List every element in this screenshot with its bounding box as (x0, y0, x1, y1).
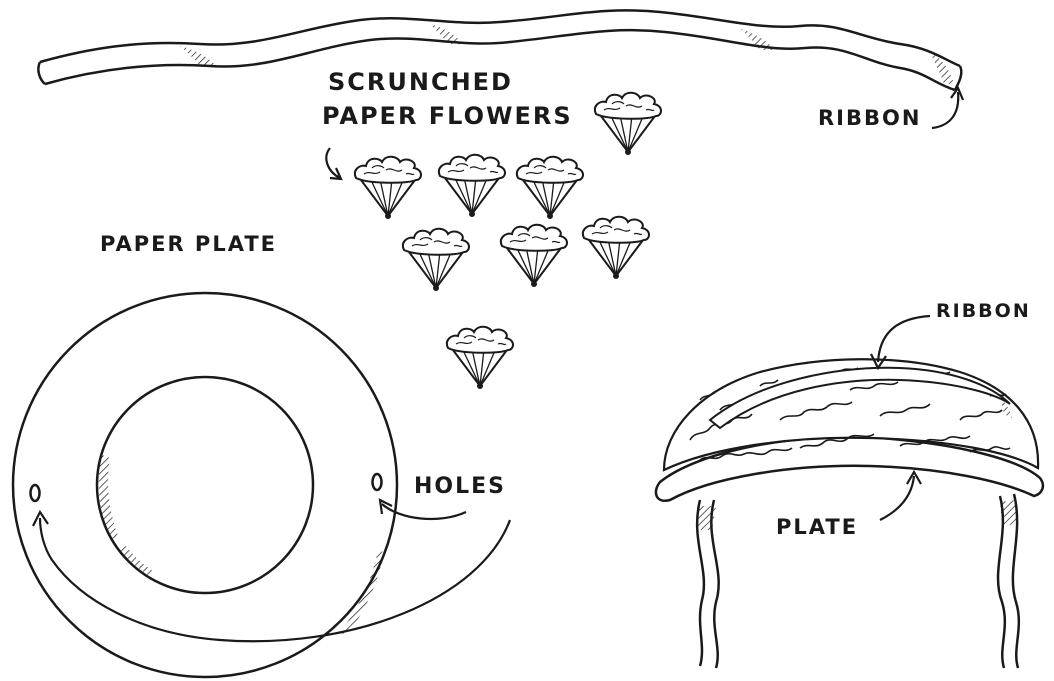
label-plate: PLATE (776, 517, 858, 538)
label-ribbon-top: RIBBON (818, 108, 921, 129)
paper-flower (501, 225, 567, 287)
label-paper-flowers: PAPER FLOWERS (322, 104, 573, 128)
label-scrunched: SCRUNCHED (328, 70, 513, 94)
flowers-label-arrow (326, 148, 341, 179)
paper-flower (517, 157, 583, 219)
hole-left (31, 485, 40, 501)
label-paper-plate: PAPER PLATE (100, 234, 277, 255)
hole-right (373, 474, 382, 490)
paper-flower (447, 327, 513, 389)
paper-flower (403, 229, 469, 291)
paper-flowers-group (355, 93, 661, 389)
paper-flower (439, 155, 505, 217)
paper-flower (595, 93, 661, 155)
ribbon-top-arrow (932, 88, 963, 128)
paper-flower (583, 217, 649, 279)
finished-headband-drawing (656, 316, 1043, 668)
label-ribbon-right: RIBBON (936, 302, 1031, 321)
paper-flower (355, 157, 421, 219)
label-holes: HOLES (414, 476, 506, 498)
